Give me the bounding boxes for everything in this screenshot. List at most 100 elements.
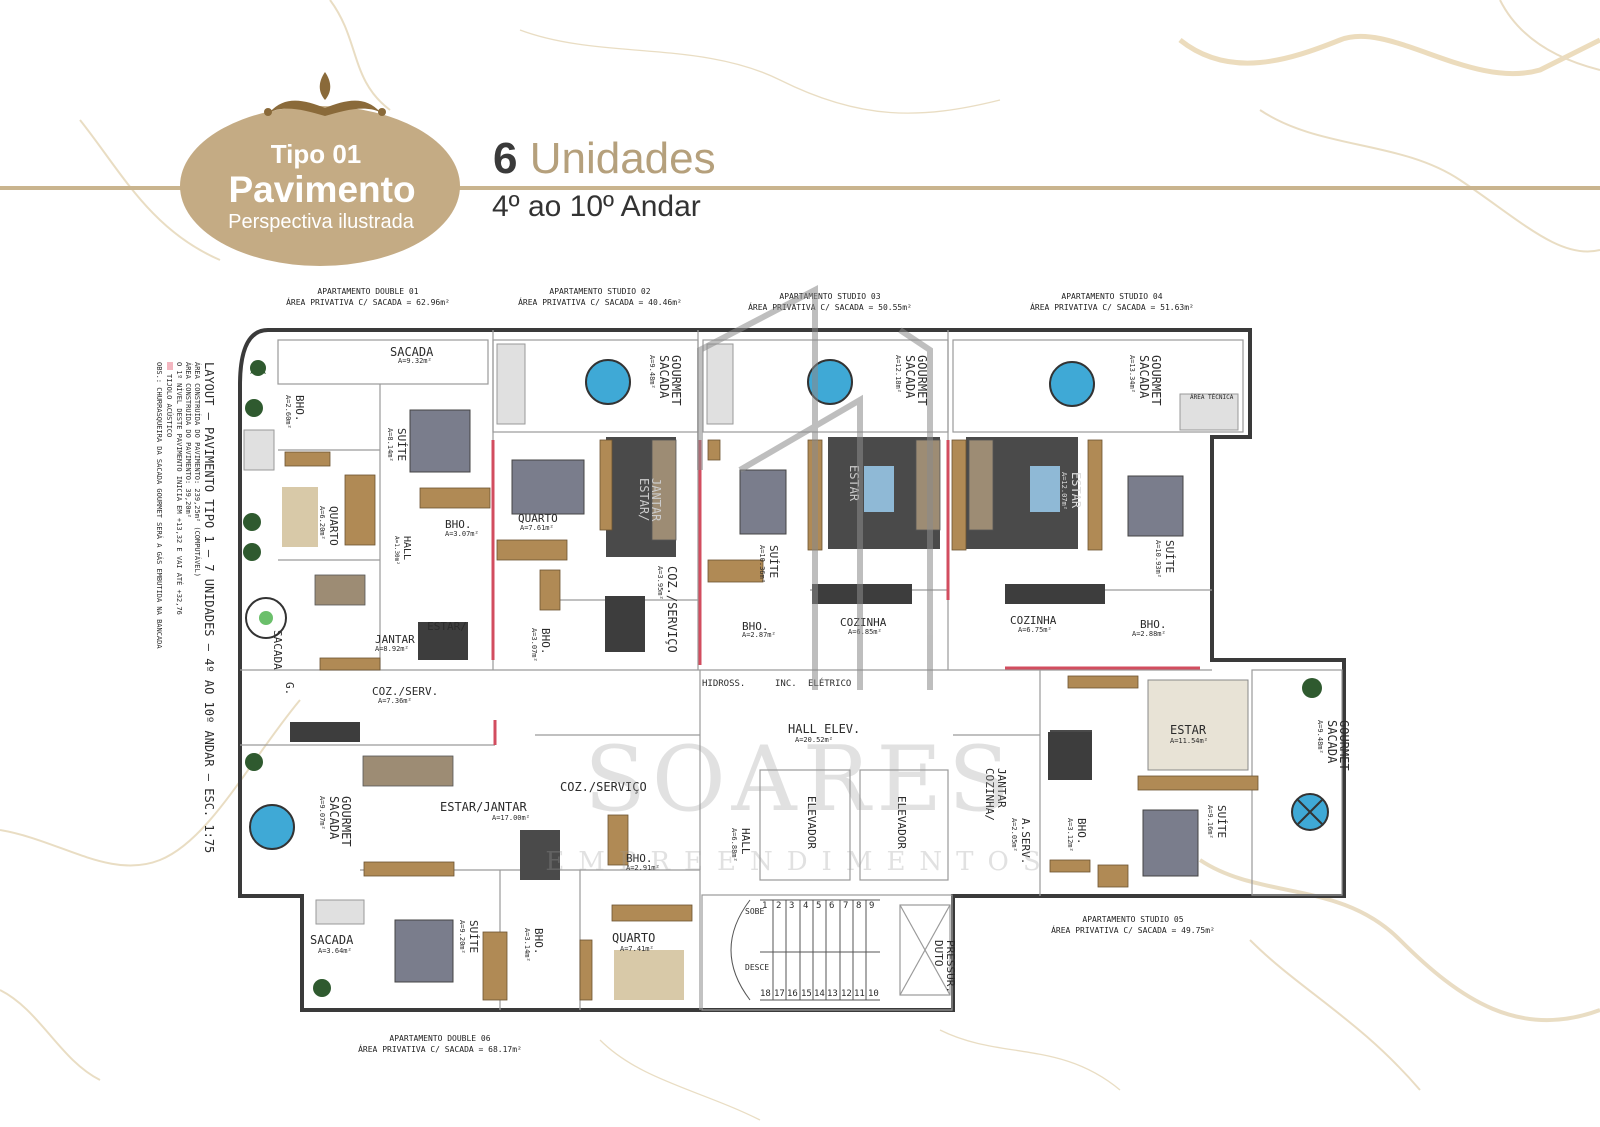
stair-number: 8 <box>856 901 861 911</box>
room-label: QUARTO <box>327 506 340 546</box>
units-count: 6 Unidades <box>493 134 716 184</box>
room-label: BHO. <box>532 928 545 955</box>
plant-icon <box>250 360 266 376</box>
plant-icon <box>245 399 263 417</box>
table-icon <box>249 804 295 850</box>
room-area: A=6.75m² <box>1018 626 1052 634</box>
legend-label: TIJOLO ACÚSTICO <box>165 374 174 437</box>
room-label: HALL <box>401 536 412 560</box>
table-icon <box>1291 793 1329 831</box>
room-area: A=3.14m² <box>523 928 531 962</box>
apartment-captions: APARTAMENTO DOUBLE 01 ÁREA PRIVATIVA C/ … <box>286 287 1215 1054</box>
apartment-area: ÁREA PRIVATIVA C/ SACADA = 62.96m² <box>286 296 450 307</box>
badge-ellipse <box>180 106 460 266</box>
room-label: SACADA <box>1325 720 1339 764</box>
plant-icon <box>245 753 263 771</box>
room-area: A=10.93m² <box>1154 540 1162 578</box>
table-icon <box>585 359 631 405</box>
legend-swatch <box>167 362 173 370</box>
room-labels: SACADA A=9.32m² ESTAR/ JANTAR A=8.92m² B… <box>310 345 1234 972</box>
stair-number: 15 <box>801 989 812 999</box>
room-label: BHO. <box>445 518 472 531</box>
layout-title: LAYOUT – PAVIMENTO TIPO 1 – 7 UNIDADES –… <box>202 362 216 853</box>
room-area: A=8.92m² <box>375 645 409 653</box>
stair-number: 13 <box>827 989 838 999</box>
stair-number: 4 <box>803 901 808 911</box>
table-icon <box>1049 361 1095 407</box>
acoustic-walls <box>491 440 1200 745</box>
room-area: A=3.12m² <box>1066 818 1074 852</box>
room-label: BHO. <box>293 395 306 422</box>
room-area: A=3.64m² <box>318 947 352 955</box>
room-area: A=2.60m² <box>284 395 292 429</box>
room-area: A=8.14m² <box>386 428 394 462</box>
room-label: COZINHA/ <box>983 768 996 821</box>
stair-number: 14 <box>814 989 825 999</box>
stair-number: 18 <box>760 989 771 999</box>
room-area: A=3.95m² <box>656 566 664 600</box>
room-label: COZ./SERV. <box>372 685 438 698</box>
room-label: ELÉTRICO <box>808 677 851 689</box>
room-area: A=1.30m² <box>393 536 400 565</box>
room-label: SUÍTE <box>1215 805 1228 838</box>
room-area: A=9.48m² <box>1316 720 1324 754</box>
side-notes: LAYOUT – PAVIMENTO TIPO 1 – 7 UNIDADES –… <box>155 362 216 853</box>
room-label: JANTAR <box>375 633 415 646</box>
room-label: HALL ELEV. <box>788 722 860 736</box>
stair-number: 17 <box>774 989 785 999</box>
table-icon <box>245 597 287 639</box>
room-label: BHO. <box>742 620 769 633</box>
room-area: A=3.07m² <box>530 628 538 662</box>
room-area: A=9.20m² <box>458 920 466 954</box>
stair-number: 5 <box>816 901 821 911</box>
room-label: SACADA <box>271 630 284 670</box>
quarto-bed <box>282 487 684 1000</box>
watermark-name: SOARES <box>584 727 1016 832</box>
apartment-name: APARTAMENTO STUDIO 02 <box>549 287 650 296</box>
badge-line1: Tipo 01 <box>271 139 362 169</box>
badge-line3: Perspectiva ilustrada <box>228 211 415 233</box>
stair-number: 12 <box>841 989 852 999</box>
room-area: A=10.36m² <box>758 545 766 583</box>
room-label: ESTAR/ <box>427 620 467 633</box>
room-area: A=9.32m² <box>398 357 432 365</box>
room-area: A=3.07m² <box>445 530 479 538</box>
room-label: COZ./SERVIÇO <box>665 566 679 653</box>
units-count-number: 6 <box>493 134 518 183</box>
floors-range: 4º ao 10º Andar <box>492 190 701 223</box>
room-label: COZINHA <box>840 616 887 629</box>
room-area: A=9.48m² <box>648 355 656 389</box>
room-label: GOURMET <box>1149 355 1163 406</box>
stair-number: 7 <box>843 901 848 911</box>
stairs-bottom-numbers: 18 17 16 15 14 13 12 11 10 <box>760 989 879 999</box>
table-icon <box>807 359 853 405</box>
room-area: A=9.16m² <box>1206 805 1214 839</box>
room-label: JANTAR <box>649 478 663 522</box>
stair-number: 1 <box>762 901 767 911</box>
room-area: A=12.07m² <box>1060 472 1068 510</box>
room-label: BHO. <box>626 852 653 865</box>
apartment-name: APARTAMENTO STUDIO 04 <box>1061 292 1162 301</box>
stair-number: 9 <box>869 901 874 911</box>
badge-line2: Pavimento <box>228 169 415 210</box>
room-area: A=12.18m² <box>894 355 902 393</box>
room-label: JANTAR <box>995 768 1008 808</box>
room-area: A=11.54m² <box>1170 737 1208 745</box>
stair-number: 16 <box>787 989 798 999</box>
floor-plan: 1 2 3 4 5 6 7 8 9 18 17 16 15 14 13 12 1… <box>155 287 1351 1054</box>
room-label: BHO. <box>539 628 552 655</box>
apartment-area: ÁREA PRIVATIVA C/ SACADA = 49.75m² <box>1051 924 1215 935</box>
stairs <box>730 899 880 1001</box>
plant-icon <box>313 979 331 997</box>
room-label: A.SERV. <box>1019 818 1032 864</box>
units-count-label: Unidades <box>529 134 716 183</box>
room-area: A=2.05m² <box>1010 818 1018 852</box>
wood-furniture <box>284 439 1259 1001</box>
room-label: SACADA <box>1137 355 1151 399</box>
room-area: A=6.85m² <box>848 628 882 636</box>
apartment-area: ÁREA PRIVATIVA C/ SACADA = 51.63m² <box>1030 301 1194 312</box>
note-line: OBS.: CHURRASQUEIRA DA SACADA GOURMET SE… <box>155 362 164 649</box>
room-label: SUÍTE <box>1163 540 1176 573</box>
